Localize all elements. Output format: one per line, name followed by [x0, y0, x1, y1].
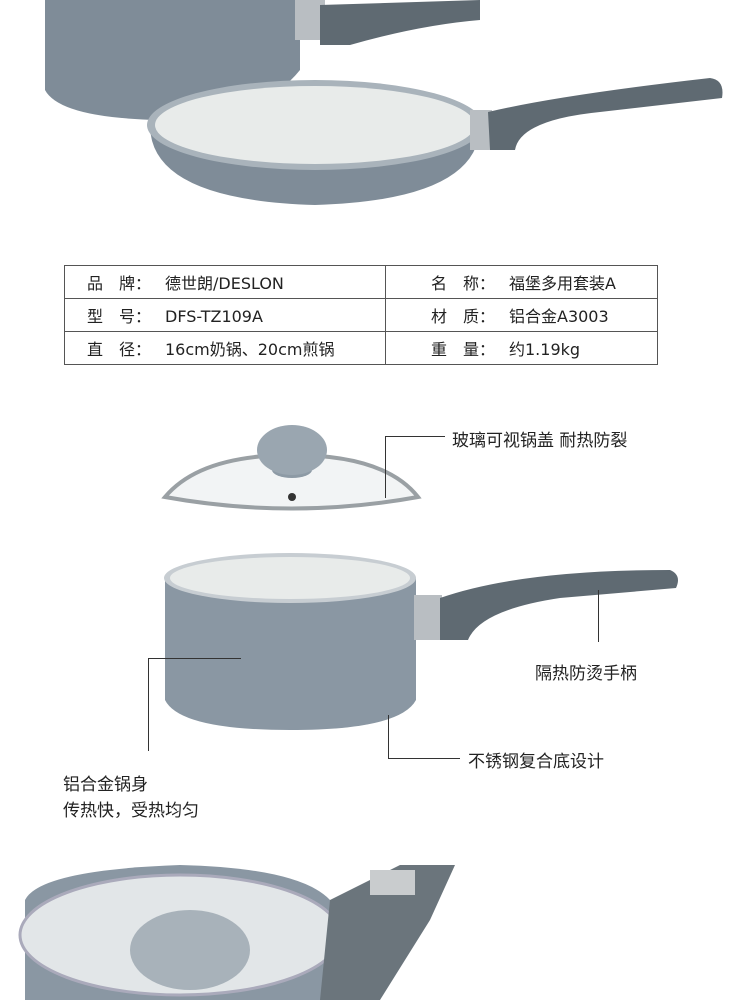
spec-value: 福堡多用套装A	[509, 274, 616, 293]
saucepan-image	[164, 553, 678, 730]
spec-value: 16cm奶锅、20cm煎锅	[165, 340, 335, 359]
lid-callout: 玻璃可视锅盖 耐热防裂	[452, 431, 628, 451]
body-callout-line	[148, 658, 149, 751]
spec-label: 材 质：	[431, 307, 496, 326]
frying-pan-image	[147, 78, 723, 205]
body-callout-subtitle: 传热快，受热均匀	[63, 801, 199, 821]
spec-value: 约1.19kg	[509, 340, 581, 359]
base-callout: 不锈钢复合底设计	[468, 752, 604, 772]
base-callout-line	[388, 715, 389, 758]
body-callout-title: 铝合金锅身	[63, 775, 148, 795]
lid-callout-line	[385, 436, 386, 498]
table-row: 直 径： 16cm奶锅、20cm煎锅 重 量： 约1.19kg	[64, 331, 658, 365]
handle-callout: 隔热防烫手柄	[535, 664, 637, 684]
spec-value: 德世朗/DESLON	[165, 274, 284, 293]
spec-value: 铝合金A3003	[509, 307, 609, 326]
spec-label: 品 牌：	[87, 274, 152, 293]
spec-label: 直 径：	[87, 340, 152, 359]
closeup-image	[18, 865, 455, 1000]
base-callout-line	[388, 758, 460, 759]
spec-label: 型 号：	[87, 307, 152, 326]
spec-label: 重 量：	[431, 340, 496, 359]
handle-callout-line	[598, 590, 599, 642]
table-row: 型 号： DFS-TZ109A 材 质： 铝合金A3003	[64, 298, 658, 332]
table-row: 品 牌： 德世朗/DESLON 名 称： 福堡多用套装A	[64, 265, 658, 299]
body-callout-line	[148, 658, 241, 659]
spec-label: 名 称：	[431, 274, 496, 293]
spec-value: DFS-TZ109A	[165, 307, 263, 326]
glass-lid-image	[161, 425, 422, 511]
spec-table: 品 牌： 德世朗/DESLON 名 称： 福堡多用套装A 型 号： DFS-TZ109…	[64, 265, 658, 365]
lid-callout-line	[385, 436, 445, 437]
